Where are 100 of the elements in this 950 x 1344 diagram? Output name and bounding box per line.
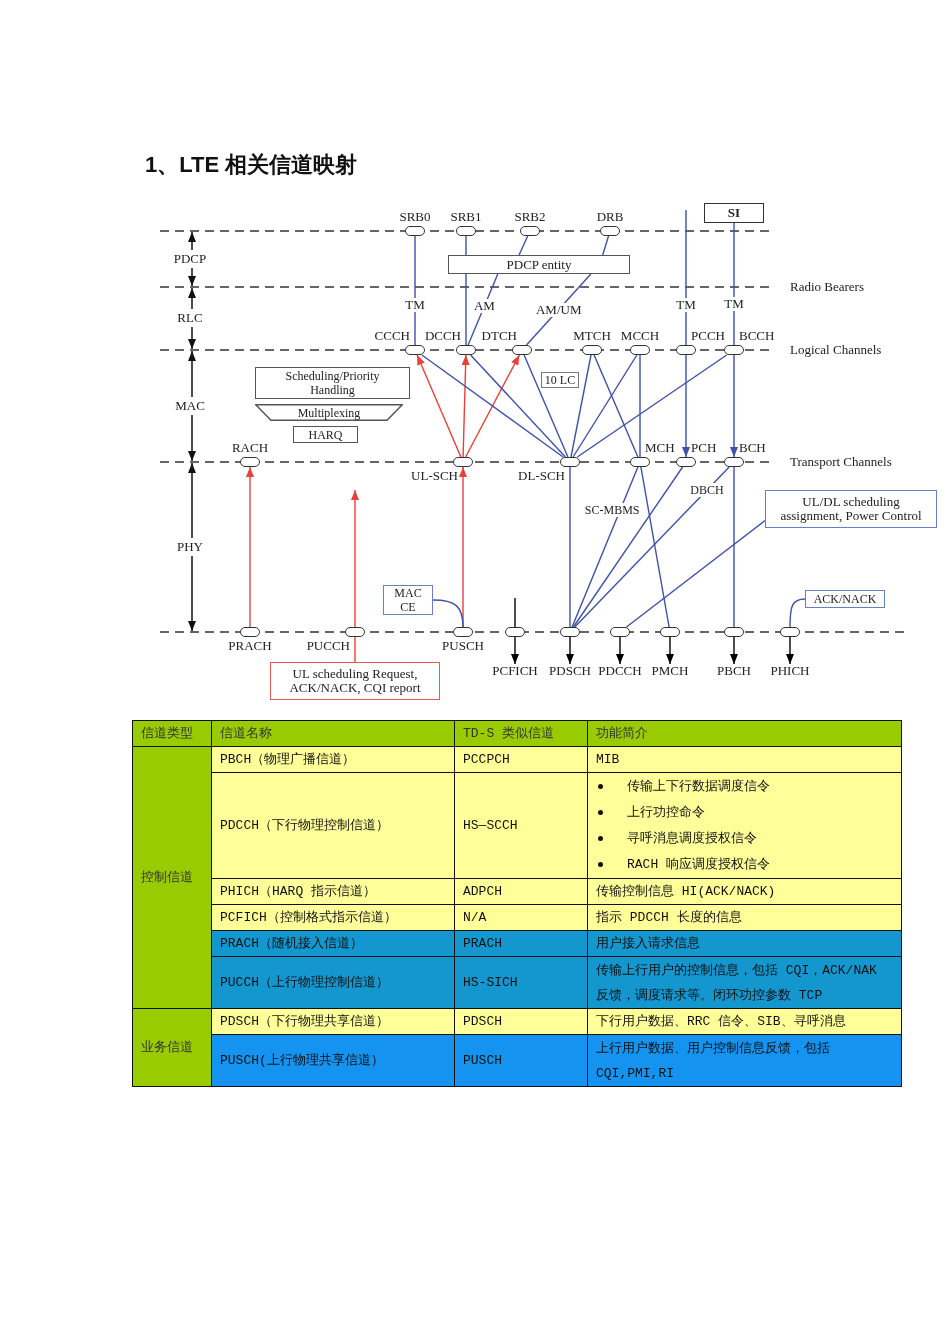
channel-name: DRB (596, 210, 624, 224)
table-cell: MIB (587, 746, 902, 773)
layer-label: MAC (175, 399, 205, 413)
table-cell: 指示 PDCCH 长度的信息 (587, 904, 902, 931)
arrow (416, 354, 462, 458)
arrow (730, 636, 738, 665)
connector-line (523, 354, 569, 458)
channel-name: PUCCH (306, 639, 350, 653)
list-item: 寻呼消息调度授权信令 (627, 830, 757, 848)
entity-box: PDCP entity (448, 255, 630, 274)
channel-name: SRB1 (450, 210, 482, 224)
connector-line (639, 354, 641, 458)
connector-line (640, 466, 670, 628)
header-cell: 信道类型 (132, 720, 212, 747)
note-box: UL scheduling Request, ACK/NACK, CQI report (270, 662, 440, 700)
edge-label: AM/UM (534, 302, 583, 317)
table-cell: 控制信道 (132, 746, 212, 1009)
connector-line (572, 466, 684, 628)
connector-line (685, 209, 687, 346)
edge-label: DBCH (689, 483, 725, 497)
label-box: SI (704, 203, 764, 223)
table-cell: PDCCH（下行物理控制信道） (211, 772, 455, 879)
table-cell: 上行用户数据、用户控制信息反馈，包括 CQI,PMI,RI (587, 1034, 902, 1087)
channel-name: PCFICH (492, 664, 538, 678)
connector-line (465, 273, 467, 346)
table-cell: N/A (454, 904, 588, 931)
edge-label: TM (723, 296, 745, 311)
layer-label: Transport Channels (790, 455, 892, 469)
layer-label: PDCP (173, 252, 207, 266)
layer-label: Logical Channels (790, 343, 882, 357)
channel-name: BCH (739, 441, 766, 455)
page-title: 1、LTE 相关信道映射 (145, 151, 358, 179)
connector-line (518, 235, 529, 256)
function-box: Scheduling/Priority Handling (255, 367, 410, 399)
table-cell: 业务信道 (132, 1008, 212, 1087)
channel-name: MCCH (620, 329, 660, 343)
channel-name: MCH (645, 441, 675, 455)
connector-line (469, 354, 567, 458)
layer-label: Radio Bearers (790, 280, 864, 294)
edge-label: AM (472, 299, 496, 313)
arrow (464, 354, 521, 458)
channel-name: MTCH (573, 329, 611, 343)
table-cell: PUCCH（上行物理控制信道） (211, 956, 455, 1009)
connector-line (625, 519, 766, 628)
connector-line (465, 235, 467, 256)
edge-label: TM (675, 297, 697, 312)
channel-name: PUSCH (442, 639, 484, 653)
label-box: 10 LC (541, 372, 579, 388)
channel-name: BCCH (739, 329, 775, 343)
channel-name: PDCCH (598, 664, 642, 678)
list-item: RACH 响应调度授权信令 (627, 856, 770, 874)
arrow (511, 636, 519, 665)
connector-line (354, 636, 356, 663)
table-cell: 传输控制信息 HI(ACK/NACK) (587, 878, 902, 905)
note-box: ACK/NACK (805, 590, 885, 608)
header-cell: 信道名称 (211, 720, 455, 747)
arrow (566, 636, 574, 665)
layer-label: RLC (177, 311, 203, 325)
channel-name: DTCH (481, 329, 517, 343)
connector-line (571, 466, 639, 628)
arrow (682, 354, 690, 458)
table-cell: PHICH（HARQ 指示信道） (211, 878, 455, 905)
arrow (616, 636, 624, 665)
list-item: 上行功控命令 (627, 804, 705, 822)
channel-name: UL-SCH (411, 469, 458, 483)
connector-line (570, 354, 592, 458)
curved-connector (789, 598, 806, 628)
table-cell: HS—SCCH (454, 772, 588, 879)
table-cell: PUSCH(上行物理共享信道） (211, 1034, 455, 1087)
arrow (461, 354, 470, 458)
channel-name: PMCH (651, 664, 689, 678)
channel-name: PBCH (717, 664, 751, 678)
channel-name: SRB0 (399, 210, 431, 224)
edge-label: TM (404, 297, 426, 312)
table-cell: PRACH（随机接入信道） (211, 930, 455, 957)
table-cell: HS-SICH (454, 956, 588, 1009)
table-cell: PCFICH（控制格式指示信道） (211, 904, 455, 931)
arrow (666, 636, 674, 665)
table-cell: PBCH（物理广播信道） (211, 746, 455, 773)
trapezoid-box: Multiplexing (255, 404, 403, 421)
connector-line (593, 354, 639, 458)
channel-name: PRACH (228, 639, 272, 653)
table-cell: PDSCH (454, 1008, 588, 1035)
arrow (730, 354, 738, 458)
channel-name: PDSCH (549, 664, 591, 678)
header-cell: TD-S 类似信道 (454, 720, 588, 747)
channel-name: CCCH (374, 329, 410, 343)
channel-name: DL-SCH (518, 469, 565, 483)
table-cell: PCCPCH (454, 746, 588, 773)
note-box: UL/DL scheduling assignment, Power Control (765, 490, 937, 528)
connector-line (574, 466, 730, 628)
connector-line (733, 466, 735, 628)
header-cell: 功能简介 (587, 720, 902, 747)
connector-line (602, 235, 610, 256)
connector-line (569, 466, 571, 628)
table-cell: PUSCH (454, 1034, 588, 1087)
connector-line (572, 354, 638, 458)
arrow (351, 489, 359, 628)
table-cell: 传输上行用户的控制信息，包括 CQI，ACK/NAK 反馈，调度请求等。闭环功控参数 TCP (587, 956, 902, 1009)
arrow (786, 636, 794, 665)
